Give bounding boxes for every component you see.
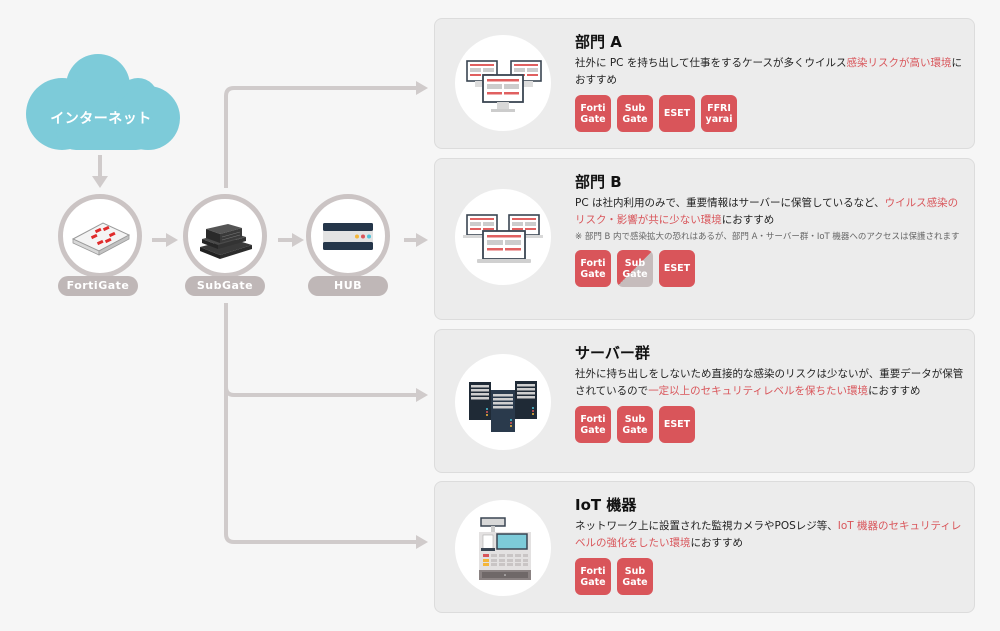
card-description: PC は社内利用のみで、重要情報はサーバーに保管しているなど、ウイルス感染のリス… xyxy=(575,195,965,229)
product-badges: Forti Gate Sub Gate xyxy=(575,558,965,595)
desc-tail: におすすめ xyxy=(690,537,744,549)
card-c-body: サーバー群 社外に持ち出しをしないため直接的な感染のリスクは少ないが、重要データ… xyxy=(575,344,965,443)
badge-subgate: Sub Gate xyxy=(617,95,653,132)
card-department-b: 部門 B PC は社内利用のみで、重要情報はサーバーに保管しているなど、ウイルス… xyxy=(434,158,975,320)
arrowhead-card-a xyxy=(416,81,428,95)
node-fortigate xyxy=(58,194,142,278)
product-badges: Forti Gate Sub Gate ESET FFRI yarai xyxy=(575,95,965,132)
firewall-appliance-icon xyxy=(71,222,131,256)
badge-eset: ESET xyxy=(659,406,695,443)
card-a-icon-circle xyxy=(455,35,551,131)
card-b-body: 部門 B PC は社内利用のみで、重要情報はサーバーに保管しているなど、ウイルス… xyxy=(575,173,965,287)
hub-icon xyxy=(323,223,373,250)
node-label-subgate: SubGate xyxy=(185,276,265,296)
connector-subgate-card-c xyxy=(224,303,418,397)
card-title: 部門 A xyxy=(575,33,622,51)
card-iot-devices: IoT 機器 ネットワーク上に設置された監視カメラやPOSレジ等、IoT 機器の… xyxy=(434,481,975,613)
badge-fortigate: Forti Gate xyxy=(575,250,611,287)
desc-tail: におすすめ xyxy=(575,57,962,86)
card-title: サーバー群 xyxy=(575,344,650,362)
product-badges: Forti Gate Sub Gate ESET xyxy=(575,250,965,287)
desc-tail: におすすめ xyxy=(868,385,921,397)
cloud-icon xyxy=(26,54,180,150)
badge-fortigate: Forti Gate xyxy=(575,558,611,595)
desc-text: 社外に PC を持ち出して仕事をするケースが多くウイルス xyxy=(575,57,847,69)
node-hub xyxy=(306,194,390,278)
card-description: 社外に持ち出しをしないため直接的な感染のリスクは少ないが、重要データが保管されて… xyxy=(575,366,965,400)
cash-register-icon xyxy=(479,517,531,580)
card-description: ネットワーク上に設置された監視カメラやPOSレジ等、IoT 機器のセキュリティレ… xyxy=(575,518,965,552)
switch-stack-icon xyxy=(200,224,252,259)
badge-fortigate: Forti Gate xyxy=(575,95,611,132)
card-title: 部門 B xyxy=(575,173,622,191)
badge-fortigate: Forti Gate xyxy=(575,406,611,443)
node-label-fortigate: FortiGate xyxy=(58,276,138,296)
card-description: 社外に PC を持ち出して仕事をするケースが多くウイルス感染リスクが高い環境にお… xyxy=(575,55,965,89)
arrowhead-down-fortigate xyxy=(92,176,108,188)
desktop-monitors-icon xyxy=(466,60,542,112)
arrowhead-card-c xyxy=(416,388,428,402)
server-rack-icon xyxy=(469,381,537,432)
badge-subgate-partial: Sub Gate xyxy=(617,250,653,287)
laptop-monitors-icon xyxy=(463,214,543,263)
desc-text: 社外に持ち出しをしないため直接的な感染のリスクは少ないが、重要データが保管されて… xyxy=(575,368,964,397)
badge-subgate: Sub Gate xyxy=(617,558,653,595)
arrowhead-card-d xyxy=(416,535,428,549)
badge-subgate: Sub Gate xyxy=(617,406,653,443)
desc-highlight: ウイルス感染のリスク・影響が共に少ない環境 xyxy=(575,197,959,226)
arrowhead-card-b xyxy=(416,233,428,247)
card-department-a: 部門 A 社外に PC を持ち出して仕事をするケースが多くウイルス感染リスクが高… xyxy=(434,18,975,149)
card-b-icon-circle xyxy=(455,189,551,285)
desc-highlight: 一定以上のセキュリティレベルを保ちたい環境 xyxy=(648,385,869,397)
card-c-icon-circle xyxy=(455,354,551,450)
desc-tail: におすすめ xyxy=(721,214,775,226)
node-subgate xyxy=(183,194,267,278)
card-a-body: 部門 A 社外に PC を持ち出して仕事をするケースが多くウイルス感染リスクが高… xyxy=(575,33,965,132)
connector-subgate-card-a xyxy=(224,86,418,188)
node-label-hub: HUB xyxy=(308,276,388,296)
arrowhead-hub xyxy=(292,233,304,247)
desc-highlight: IoT 機器のセキュリティレベルの強化をしたい環境 xyxy=(575,520,962,549)
internet-label: インターネット xyxy=(50,111,152,127)
card-title: IoT 機器 xyxy=(575,496,637,514)
badge-eset: ESET xyxy=(659,95,695,132)
card-note: ※ 部門 B 内で感染拡大の恐れはあるが、部門 A・サーバー群・IoT 機器への… xyxy=(575,232,960,242)
arrowhead-subgate xyxy=(166,233,178,247)
card-d-icon-circle xyxy=(455,500,551,596)
card-servers: サーバー群 社外に持ち出しをしないため直接的な感染のリスクは少ないが、重要データ… xyxy=(434,329,975,473)
badge-ffri-yarai: FFRI yarai xyxy=(701,95,737,132)
card-d-body: IoT 機器 ネットワーク上に設置された監視カメラやPOSレジ等、IoT 機器の… xyxy=(575,496,965,595)
badge-eset: ESET xyxy=(659,250,695,287)
desc-highlight: 感染リスクが高い環境 xyxy=(846,57,952,69)
desc-text: PC は社内利用のみで、重要情報はサーバーに保管しているなど、 xyxy=(575,197,885,209)
product-badges: Forti Gate Sub Gate ESET xyxy=(575,406,965,443)
connector-subgate-card-d xyxy=(224,387,418,544)
desc-text: ネットワーク上に設置された監視カメラやPOSレジ等、 xyxy=(575,520,838,532)
